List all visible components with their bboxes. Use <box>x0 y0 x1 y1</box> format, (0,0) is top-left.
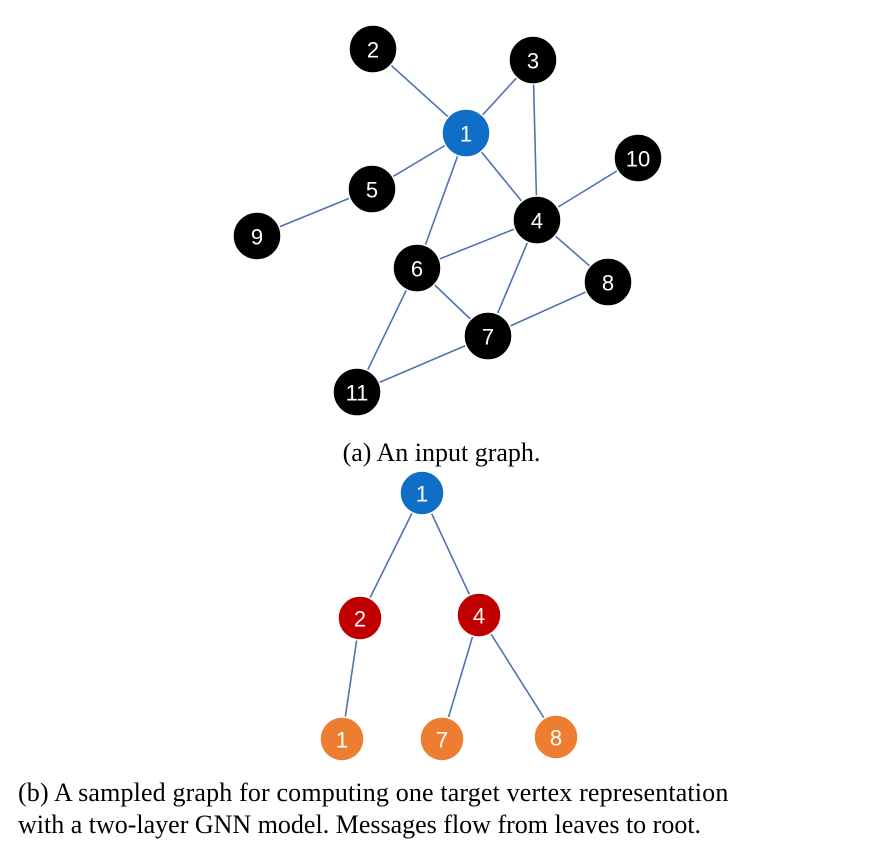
sampled-node-label: 1 <box>416 482 428 507</box>
input-node-label: 1 <box>460 122 472 147</box>
sampled-node-circle <box>456 592 502 638</box>
input-node-circle <box>512 195 562 245</box>
input-node-circle <box>613 133 663 183</box>
input-node-3: 3 <box>508 35 558 85</box>
sampled-node-label: 7 <box>436 728 448 753</box>
sampled-node-circle <box>399 470 445 516</box>
sampled-node-label: 1 <box>336 728 348 753</box>
input-node-label: 2 <box>367 38 379 63</box>
input-node-label: 4 <box>531 209 543 234</box>
input-node-circle <box>441 108 491 158</box>
sampled-node-label: 2 <box>354 607 366 632</box>
sampled-node-l8: 8 <box>533 714 579 760</box>
sampled-edge-r1-m2 <box>359 492 423 619</box>
sampled-node-l7: 7 <box>419 716 465 762</box>
input-node-6: 6 <box>392 243 442 293</box>
sampled-node-m2: 2 <box>337 595 383 641</box>
sampled-node-circle <box>419 716 465 762</box>
input-node-label: 3 <box>527 49 539 74</box>
sampled-node-r1: 1 <box>399 470 445 516</box>
input-node-label: 9 <box>251 225 263 250</box>
input-node-9: 9 <box>232 211 282 261</box>
input-node-7: 7 <box>463 311 513 361</box>
input-node-label: 11 <box>346 381 369 406</box>
input-node-circle <box>392 243 442 293</box>
input-node-10: 10 <box>613 133 663 183</box>
sampled-node-circle <box>533 714 579 760</box>
input-node-11: 11 <box>332 367 382 417</box>
input-node-label: 10 <box>626 147 650 172</box>
input-node-circle <box>232 211 282 261</box>
input-node-8: 8 <box>583 257 633 307</box>
input-node-2: 2 <box>348 24 398 74</box>
sampled-node-label: 4 <box>473 604 485 629</box>
input-node-label: 6 <box>411 257 423 282</box>
input-graph-edges <box>256 48 639 393</box>
input-node-1: 1 <box>441 108 491 158</box>
sampled-node-m4: 4 <box>456 592 502 638</box>
caption-a: (a) An input graph. <box>342 438 541 467</box>
input-node-4: 4 <box>512 195 562 245</box>
caption-b-line1: (b) A sampled graph for computing one ta… <box>18 778 729 807</box>
sampled-graph-nodes: 1 2 4 1 7 8 <box>319 470 579 762</box>
input-node-label: 7 <box>482 325 494 350</box>
input-node-circle <box>347 164 397 214</box>
caption-b-line2: with a two-layer GNN model. Messages flo… <box>18 810 702 839</box>
input-node-circle <box>508 35 558 85</box>
sampled-node-l1: 1 <box>319 716 365 762</box>
input-node-circle <box>332 367 382 417</box>
sampled-node-circle <box>337 595 383 641</box>
input-graph-nodes: 1 2 3 4 5 6 7 8 9 10 11 <box>232 24 663 417</box>
input-node-circle <box>348 24 398 74</box>
input-edge-3-4 <box>532 59 538 221</box>
input-graph: 1 2 3 4 5 6 7 8 9 10 11 <box>232 24 663 417</box>
input-node-label: 8 <box>602 271 614 296</box>
input-node-label: 5 <box>366 178 378 203</box>
sampled-edge-m4-l8 <box>478 614 557 738</box>
input-node-circle <box>583 257 633 307</box>
input-node-5: 5 <box>347 164 397 214</box>
sampled-graph: 1 2 4 1 7 8 <box>319 470 579 762</box>
input-node-circle <box>463 311 513 361</box>
sampled-node-label: 8 <box>550 726 562 751</box>
sampled-node-circle <box>319 716 365 762</box>
